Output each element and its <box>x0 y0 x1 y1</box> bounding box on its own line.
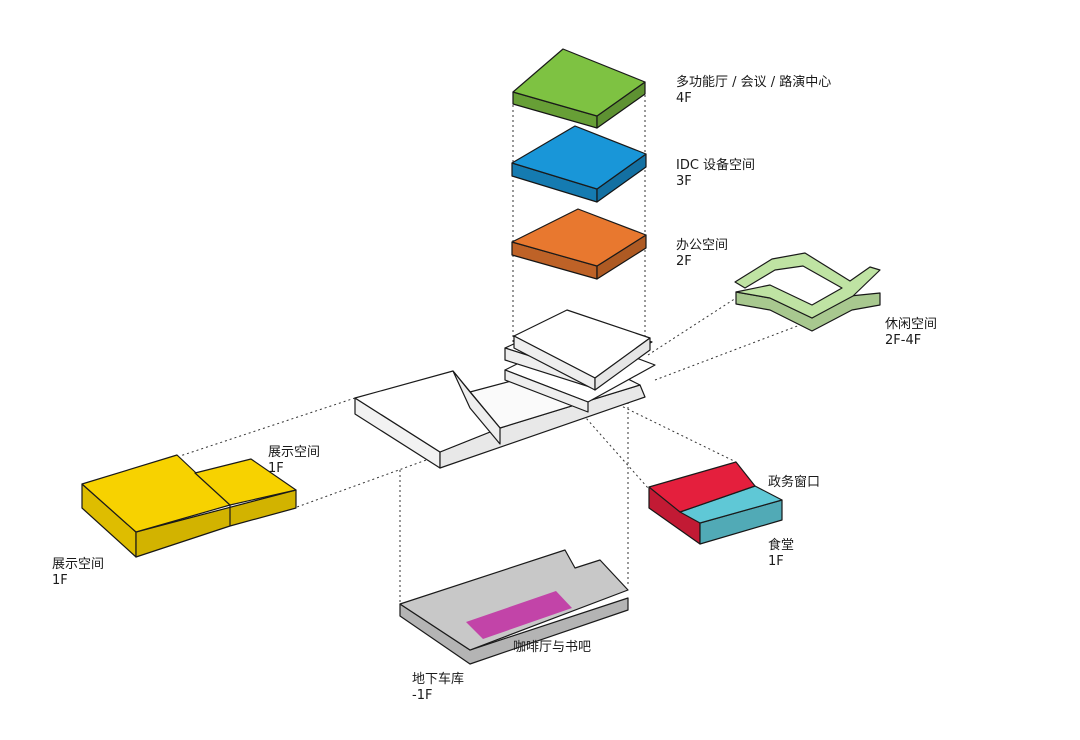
exhibition-big-level: 1F <box>52 573 68 588</box>
exhibition-block-side <box>135 489 297 558</box>
floor2-name: 办公空间 <box>676 238 729 253</box>
floor3-label: IDC 设备空间 3F <box>676 158 755 190</box>
cafe-area <box>466 591 572 639</box>
floor3-slab <box>511 125 647 203</box>
exhibition-small-name: 展示空间 <box>268 445 321 460</box>
floor3-slab-top <box>511 125 647 190</box>
garage-slab <box>399 549 629 665</box>
floor3-name: IDC 设备空间 <box>676 158 756 173</box>
floor4-label: 多功能厅 / 会议 / 路演中心 4F <box>676 75 831 107</box>
main-building <box>354 309 656 469</box>
canteen-name: 食堂 <box>768 538 795 553</box>
canteen-level: 1F <box>768 554 784 569</box>
floor2-label: 办公空间 2F <box>676 238 728 270</box>
government-name: 政务窗口 <box>768 475 821 490</box>
garage-slab-top <box>399 549 629 651</box>
cafe-name: 咖啡厅与书吧 <box>513 640 592 655</box>
floor4-slab-top <box>512 48 646 117</box>
floor2-slab-top <box>511 208 647 267</box>
floor4-name: 多功能厅 / 会议 / 路演中心 <box>676 75 832 90</box>
government-label: 政务窗口 <box>768 475 820 491</box>
exhibition-block-top-small <box>194 458 297 506</box>
stacked-slab-top-right <box>594 337 651 391</box>
cafe-label: 咖啡厅与书吧 <box>513 640 591 656</box>
floor4-slab <box>512 48 646 129</box>
exhibition-big-label: 展示空间 1F <box>52 557 104 589</box>
main-building-high-block-side <box>452 370 501 445</box>
floor2-level: 2F <box>676 254 692 269</box>
exhibition-block <box>81 454 297 558</box>
government-block-top <box>648 461 756 513</box>
leisure-level: 2F-4F <box>885 333 922 348</box>
garage-label: 地下车库 -1F <box>412 672 464 704</box>
canteen-label: 食堂 1F <box>768 538 794 570</box>
garage-name: 地下车库 <box>412 672 465 687</box>
stacked-slab-1-side <box>504 369 589 413</box>
garage-level: -1F <box>412 688 433 703</box>
leisure-ribbon-upper <box>734 252 881 319</box>
government-canteen-block <box>648 461 783 545</box>
floor3-level: 3F <box>676 174 692 189</box>
exhibition-small-label: 展示空间 1F <box>268 445 320 477</box>
floor4-level: 4F <box>676 91 692 106</box>
leisure-label: 休闲空间 2F-4F <box>885 317 937 349</box>
leisure-name: 休闲空间 <box>885 317 938 332</box>
leisure-ribbon <box>734 252 881 332</box>
projection-lines <box>179 95 801 602</box>
floor2-slab <box>511 208 647 280</box>
exhibition-big-name: 展示空间 <box>52 557 105 572</box>
exhibition-small-level: 1F <box>268 461 284 476</box>
